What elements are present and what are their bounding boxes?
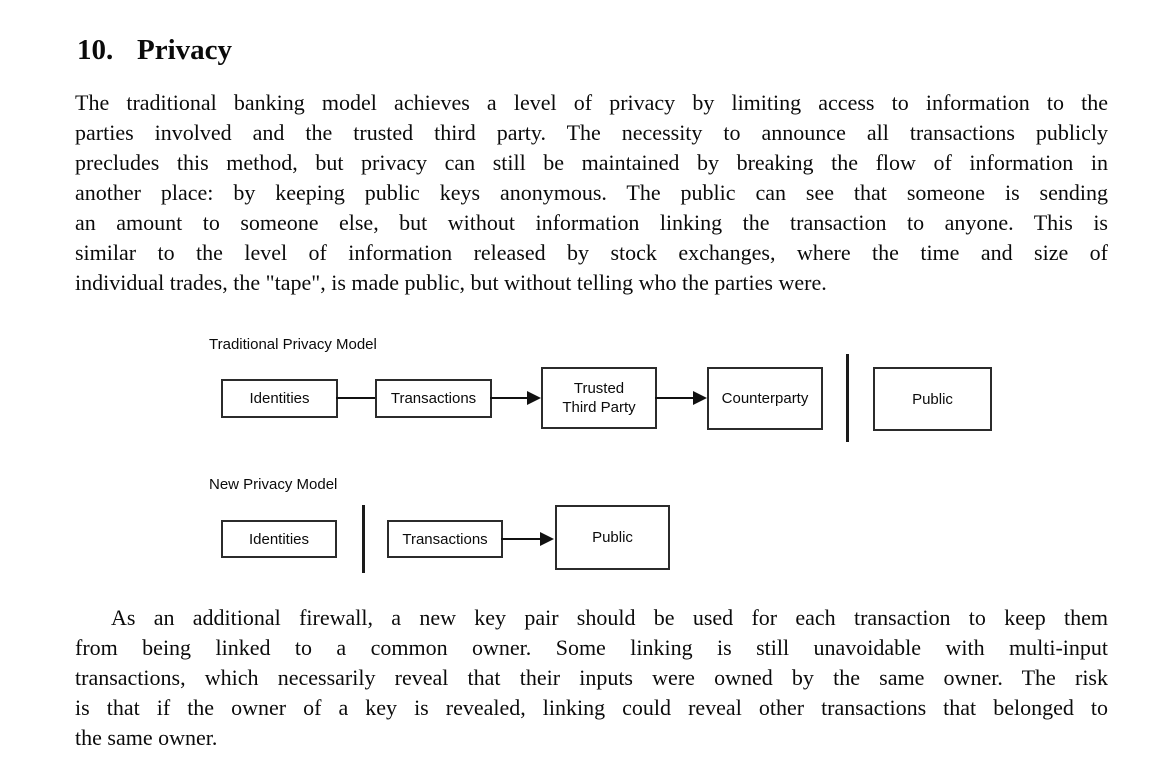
traditional-separator-bar <box>846 354 849 442</box>
paragraph-1-line: individual trades, the "tape", is made p… <box>75 270 827 295</box>
paragraph-1-line: precludes this method, but privacy can s… <box>75 150 1108 175</box>
counterparty-box: Counterparty <box>707 367 823 430</box>
new-identities-box: Identities <box>221 520 337 558</box>
new-model-label: New Privacy Model <box>209 476 338 493</box>
arrow-ttp-counterparty-head <box>693 391 707 405</box>
paragraph-1-line: parties involved and the trusted third p… <box>75 120 1108 145</box>
trusted-third-party-box: Trusted Third Party <box>541 367 657 429</box>
new-public-box: Public <box>555 505 670 570</box>
traditional-public-box: Public <box>873 367 992 431</box>
arrow-ttp-counterparty-line <box>655 397 694 399</box>
traditional-transactions-box: Transactions <box>375 379 492 418</box>
new-separator-bar <box>362 505 365 573</box>
paragraph-1-line: The traditional banking model achieves a… <box>75 90 1108 115</box>
paragraph-1: The traditional banking model achieves a… <box>75 88 1108 298</box>
paragraph-1-line: another place: by keeping public keys an… <box>75 180 1108 205</box>
section-number: 10. <box>77 34 114 66</box>
paragraph-2: As an additional firewall, a new key pai… <box>75 603 1108 753</box>
paragraph-2-line: As an additional firewall, a new key pai… <box>111 605 1108 630</box>
arrow-transactions-ttp-head <box>527 391 541 405</box>
new-transactions-box: Transactions <box>387 520 503 558</box>
connector-identities-transactions <box>336 397 376 399</box>
paragraph-2-line: from being linked to a common owner. Som… <box>75 635 1108 660</box>
traditional-identities-box: Identities <box>221 379 338 418</box>
traditional-model-label: Traditional Privacy Model <box>209 336 377 353</box>
paragraph-2-line: is that if the owner of a key is reveale… <box>75 695 1108 720</box>
arrow-transactions-public-head <box>540 532 554 546</box>
section-heading: 10. Privacy <box>77 33 232 67</box>
section-title: Privacy <box>137 34 233 66</box>
paragraph-1-line: an amount to someone else, but without i… <box>75 210 1108 235</box>
paragraph-2-line: transactions, which necessarily reveal t… <box>75 665 1108 690</box>
paragraph-1-line: similar to the level of information rele… <box>75 240 1108 265</box>
arrow-transactions-ttp-line <box>490 397 528 399</box>
arrow-transactions-public-line <box>501 538 541 540</box>
paragraph-2-line: the same owner. <box>75 725 218 750</box>
